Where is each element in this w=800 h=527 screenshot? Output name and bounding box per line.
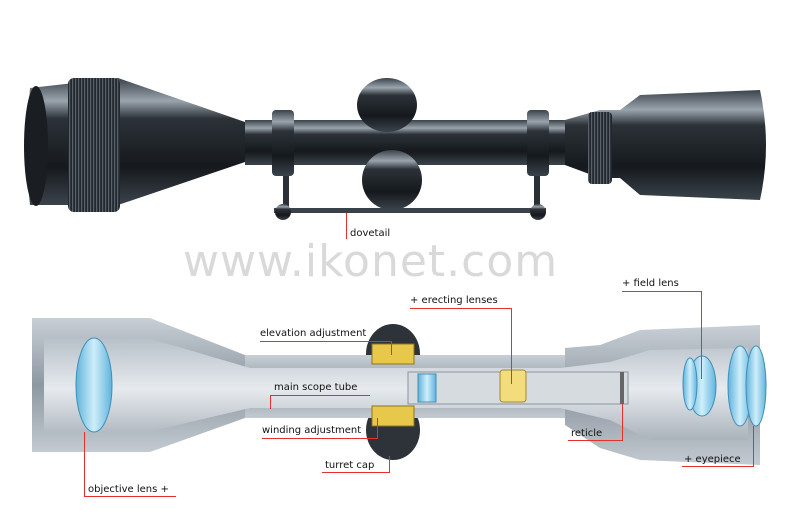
main-scope-tube-leader-v	[270, 395, 271, 409]
winding-adjustment-leader-h	[262, 438, 378, 439]
field-lens-label: + field lens	[622, 278, 679, 289]
objective-lens-leader-v	[84, 432, 85, 496]
eyepiece-leader-h	[682, 466, 754, 467]
eyepiece-leader-v	[753, 426, 754, 466]
winding-adjustment-leader-v	[377, 418, 378, 438]
eyepiece-label: + eyepiece	[684, 454, 741, 465]
main-scope-tube-label: main scope tube	[274, 382, 358, 393]
reticle-label: reticle	[571, 428, 603, 439]
erecting-lenses-leader-v	[511, 308, 512, 384]
erecting-lenses-leader-h	[410, 308, 512, 309]
reticle-leader-v	[622, 404, 623, 440]
objective-lens-leader-h	[84, 496, 176, 497]
elevation-adjustment-label: elevation adjustment	[260, 328, 367, 339]
objective-lens-label: objective lens +	[88, 484, 169, 495]
watermark: www.ikonet.com	[183, 236, 559, 287]
winding-adjustment-label: winding adjustment	[262, 425, 362, 436]
elevation-adjustment-leader-v	[391, 341, 392, 355]
turret-cap-label: turret cap	[325, 460, 375, 471]
field-lens-leader-v	[701, 291, 702, 379]
field-lens-leader-h	[622, 291, 702, 292]
turret-cap-leader-h	[322, 472, 390, 473]
main-scope-tube-leader-h	[270, 395, 370, 396]
erecting-lenses-label: + erecting lenses	[410, 295, 498, 306]
dovetail-leader	[346, 213, 347, 239]
turret-cap-leader-v	[389, 456, 390, 472]
elevation-adjustment-leader-h	[260, 341, 392, 342]
reticle-leader-h	[568, 440, 623, 441]
dovetail-label: dovetail	[350, 228, 391, 239]
